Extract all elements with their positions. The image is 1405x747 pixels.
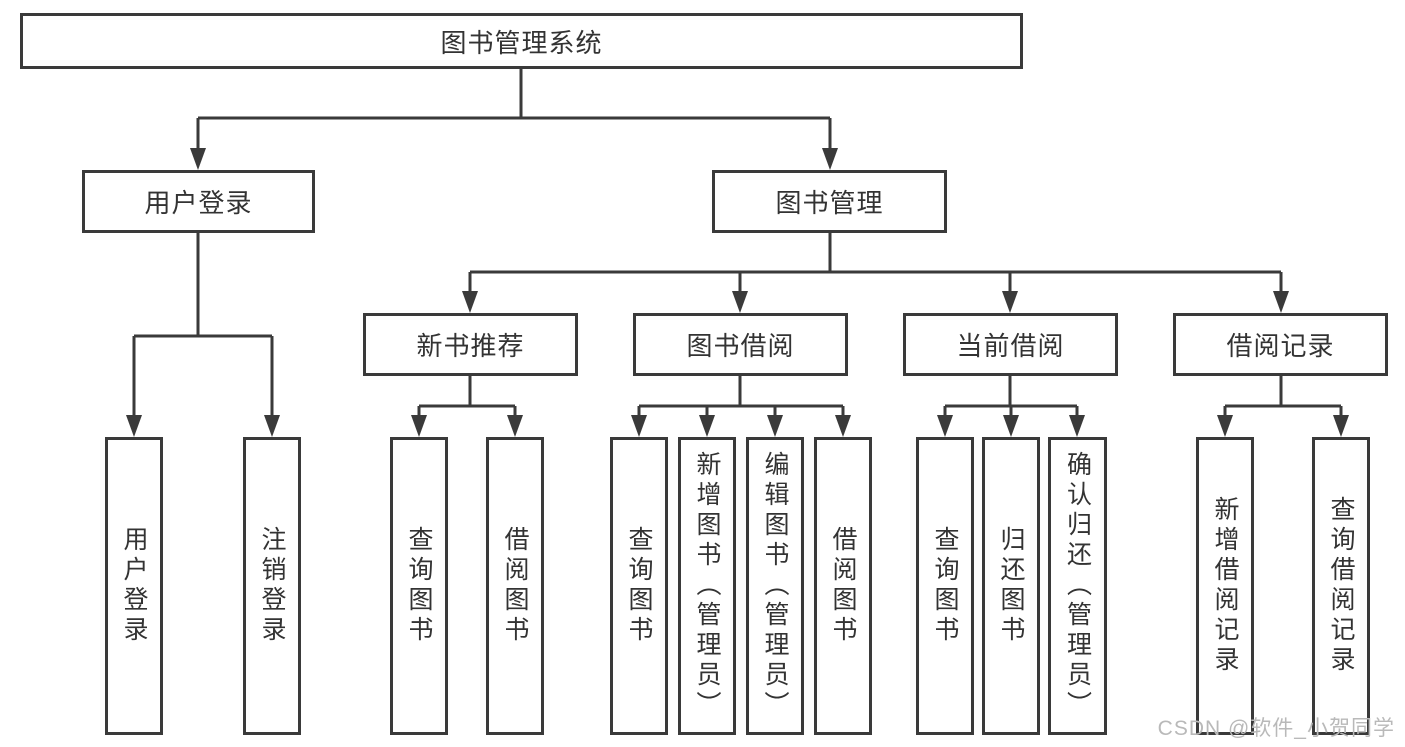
node-current-borrow-label: 当前借阅 xyxy=(956,331,1065,361)
leaf-newbook-borrow-books-label: 借阅图书 xyxy=(501,526,529,646)
leaf-confirm-return-admin-label: 确认归还（管理员） xyxy=(1063,451,1092,721)
leaf-add-books-admin: 新增图书（管理员） xyxy=(678,437,736,735)
leaf-logout: 注销登录 xyxy=(243,437,301,735)
leaf-query-borrow-record-label: 查询借阅记录 xyxy=(1327,496,1355,676)
leaf-edit-books-admin: 编辑图书（管理员） xyxy=(746,437,804,735)
node-new-book-recommend-label: 新书推荐 xyxy=(416,331,525,361)
node-user-login-group: 用户登录 xyxy=(82,170,315,233)
leaf-add-borrow-record: 新增借阅记录 xyxy=(1196,437,1254,735)
leaf-current-query-books: 查询图书 xyxy=(916,437,974,735)
node-book-management: 图书管理 xyxy=(712,170,947,233)
connector-records-to-leaves xyxy=(1217,376,1349,437)
connector-current-to-leaves xyxy=(937,376,1085,437)
leaf-borrow-query-books-label: 查询图书 xyxy=(625,526,653,646)
node-new-book-recommend: 新书推荐 xyxy=(363,313,578,376)
leaf-current-query-books-label: 查询图书 xyxy=(931,526,959,646)
leaf-user-login-label: 用户登录 xyxy=(120,526,148,646)
connector-bookmgmt-to-level3 xyxy=(462,233,1289,313)
connector-root-to-level2 xyxy=(190,69,838,170)
node-root-label: 图书管理系统 xyxy=(440,27,603,58)
node-book-management-label: 图书管理 xyxy=(775,188,884,218)
leaf-user-login: 用户登录 xyxy=(105,437,163,735)
node-current-borrow: 当前借阅 xyxy=(903,313,1118,376)
leaf-borrow-books: 借阅图书 xyxy=(814,437,872,735)
connector-newbook-to-leaves xyxy=(411,376,523,437)
csdn-watermark: CSDN @软件_小贺同学 xyxy=(1157,717,1395,740)
node-user-login-label: 用户登录 xyxy=(144,188,253,218)
node-borrow-records-label: 借阅记录 xyxy=(1226,331,1335,361)
leaf-add-books-admin-label: 新增图书（管理员） xyxy=(693,451,721,721)
node-book-borrow-label: 图书借阅 xyxy=(686,331,795,361)
leaf-edit-books-admin-label: 编辑图书（管理员） xyxy=(761,451,789,721)
leaf-return-books: 归还图书 xyxy=(982,437,1040,735)
leaf-newbook-query-books-label: 查询图书 xyxy=(405,526,433,646)
leaf-return-books-label: 归还图书 xyxy=(997,526,1025,646)
connector-borrow-to-leaves xyxy=(631,376,851,437)
node-root-system: 图书管理系统 xyxy=(20,13,1023,69)
node-borrow-records: 借阅记录 xyxy=(1173,313,1388,376)
leaf-query-borrow-record: 查询借阅记录 xyxy=(1312,437,1370,735)
leaf-add-borrow-record-label: 新增借阅记录 xyxy=(1211,496,1239,676)
connector-userlogin-to-leaves xyxy=(126,233,280,437)
leaf-newbook-borrow-books: 借阅图书 xyxy=(486,437,544,735)
leaf-borrow-query-books: 查询图书 xyxy=(610,437,668,735)
leaf-logout-label: 注销登录 xyxy=(258,526,286,646)
leaf-newbook-query-books: 查询图书 xyxy=(390,437,448,735)
node-book-borrow: 图书借阅 xyxy=(633,313,848,376)
leaf-confirm-return-admin: 确认归还（管理员） xyxy=(1048,437,1107,735)
leaf-borrow-books-label: 借阅图书 xyxy=(829,526,857,646)
